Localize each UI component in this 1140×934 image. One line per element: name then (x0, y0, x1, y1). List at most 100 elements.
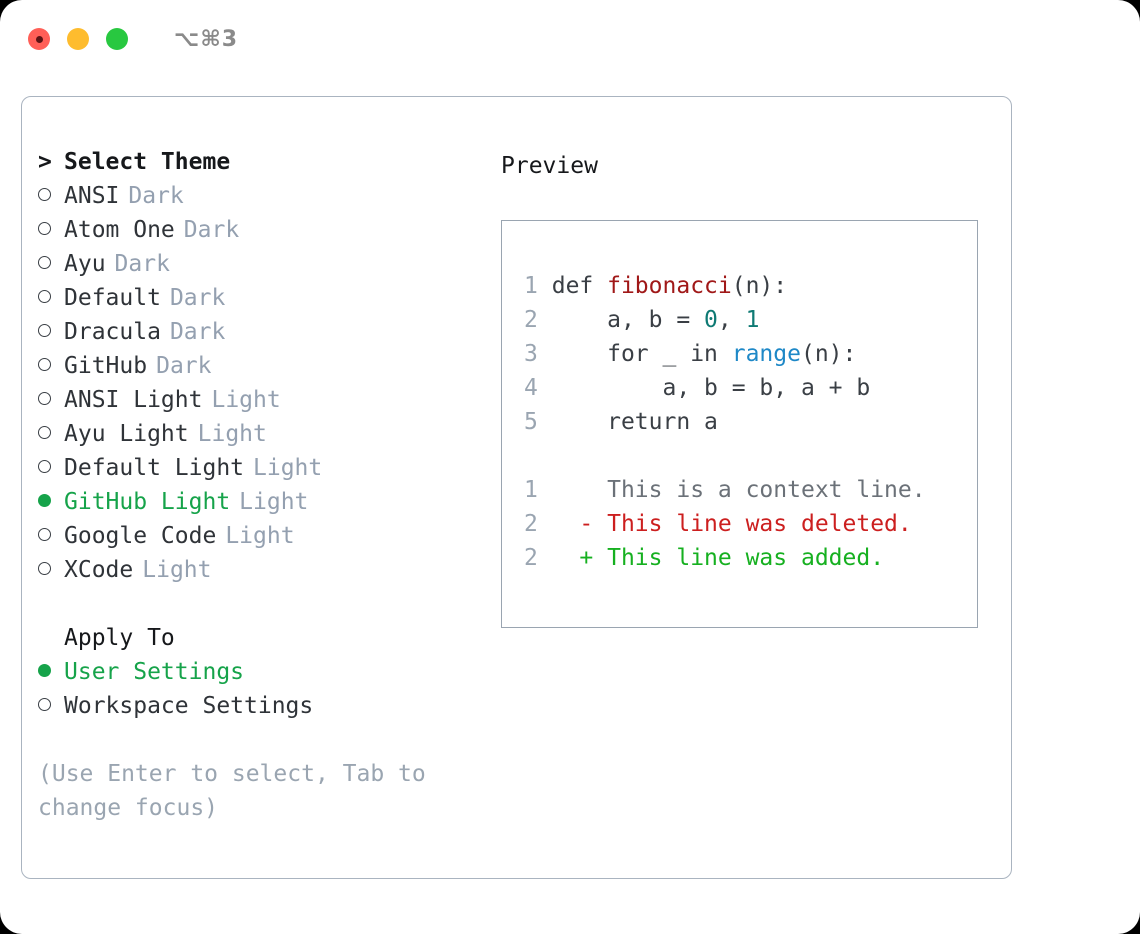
theme-list-item[interactable]: Default Light Light (38, 455, 478, 489)
theme-variant-tag: Dark (169, 285, 226, 311)
minimize-button-icon[interactable] (67, 28, 89, 50)
radio-dot (38, 528, 51, 541)
preview-column: Preview 1 def fibonacci(n):2 a, b = 0, 1… (501, 149, 991, 628)
theme-name-label: Default Light (64, 455, 245, 481)
radio-dot (38, 426, 51, 439)
code-line: 2 a, b = 0, 1 (524, 303, 977, 337)
page-title: Select Theme (64, 149, 231, 175)
code-token-num: 0 (704, 307, 718, 333)
theme-list-item[interactable]: Ayu Light Light (38, 421, 478, 455)
radio-unselected-icon[interactable] (38, 321, 64, 344)
radio-dot (38, 494, 51, 507)
code-token-num: 1 (745, 307, 760, 333)
radio-dot (38, 222, 51, 235)
radio-unselected-icon[interactable] (38, 695, 64, 718)
code-line: 5 return a (524, 405, 977, 439)
radio-unselected-icon[interactable] (38, 525, 64, 548)
diff-marker-ctx (538, 477, 607, 503)
apply-to-heading: Apply To (64, 625, 175, 651)
theme-variant-tag: Dark (156, 353, 212, 379)
theme-name-label: XCode (64, 557, 134, 583)
radio-dot (38, 664, 51, 677)
radio-dot (38, 698, 51, 711)
radio-unselected-icon[interactable] (38, 287, 64, 310)
code-token-plain: (n): (731, 273, 788, 299)
code-gutter-space (538, 273, 552, 299)
apply-to-heading-row: ○ Apply To (38, 625, 478, 659)
code-line: 4 a, b = b, a + b (524, 371, 977, 405)
theme-name-label: Dracula (64, 319, 161, 345)
code-line-number: 1 (524, 273, 538, 299)
radio-selected-icon[interactable] (38, 661, 64, 684)
theme-list-item[interactable]: Default Dark (38, 285, 478, 319)
radio-unselected-icon[interactable] (38, 253, 64, 276)
theme-variant-tag: Light (211, 387, 281, 413)
code-diff-spacer (524, 439, 977, 473)
radio-unselected-icon[interactable] (38, 423, 64, 446)
theme-variant-tag: Light (142, 557, 212, 583)
radio-unselected-icon[interactable] (38, 457, 64, 480)
diff-text: This line was added. (607, 545, 885, 571)
apply-to-label: User Settings (64, 659, 245, 685)
radio-unselected-icon[interactable] (38, 219, 64, 242)
radio-unselected-icon[interactable] (38, 185, 64, 208)
code-token-plain: , (717, 307, 746, 333)
theme-list-item[interactable]: GitHub Dark (38, 353, 478, 387)
code-line-number: 2 (524, 307, 538, 333)
radio-unselected-icon[interactable] (38, 389, 64, 412)
code-line: 1 def fibonacci(n): (524, 269, 977, 303)
code-token-plain: def (551, 273, 608, 299)
radio-dot (38, 392, 51, 405)
apply-to-option[interactable]: Workspace Settings (38, 693, 478, 727)
radio-dot (38, 562, 51, 575)
diff-line: 2 + This line was added. (524, 541, 977, 575)
code-gutter-space (538, 375, 552, 401)
radio-unselected-icon[interactable] (38, 559, 64, 582)
theme-name-label: Ayu Light (64, 421, 189, 447)
code-line: 3 for _ in range(n): (524, 337, 977, 371)
theme-name-label: GitHub Light (64, 489, 231, 515)
zoom-button-icon[interactable] (106, 28, 128, 50)
apply-to-option[interactable]: User Settings (38, 659, 478, 693)
recording-dot-icon (35, 35, 43, 43)
window-controls (28, 28, 128, 50)
theme-variant-tag: Light (253, 455, 323, 481)
theme-list-item[interactable]: Ayu Dark (38, 251, 478, 285)
caret-icon: > (38, 149, 52, 175)
keyboard-shortcut-label: ⌥⌘3 (174, 26, 239, 52)
theme-variant-tag: Dark (114, 251, 170, 277)
theme-name-label: Google Code (64, 523, 217, 549)
code-token-plain: return a (551, 409, 718, 435)
code-gutter-space (538, 409, 552, 435)
diff-line-number: 2 (524, 511, 538, 537)
apply-to-label: Workspace Settings (64, 693, 314, 719)
diff-text: This is a context line. (607, 477, 926, 503)
radio-selected-icon[interactable] (38, 491, 64, 514)
theme-name-label: Default (64, 285, 161, 311)
theme-list-item[interactable]: XCode Light (38, 557, 478, 591)
theme-name-label: GitHub (64, 353, 148, 379)
close-button-icon[interactable] (28, 28, 50, 50)
preview-title: Preview (501, 153, 598, 179)
theme-name-label: Ayu (64, 251, 106, 277)
diff-line: 2 - This line was deleted. (524, 507, 977, 541)
code-token-plain: for _ in (551, 341, 732, 367)
theme-variant-tag: Light (197, 421, 267, 447)
list-spacer (38, 591, 478, 625)
radio-dot (38, 460, 51, 473)
radio-unselected-icon[interactable] (38, 355, 64, 378)
theme-variant-tag: Dark (128, 183, 184, 209)
radio-dot (38, 290, 51, 303)
radio-dot (38, 188, 51, 201)
code-token-fn: fibonacci (607, 273, 732, 299)
